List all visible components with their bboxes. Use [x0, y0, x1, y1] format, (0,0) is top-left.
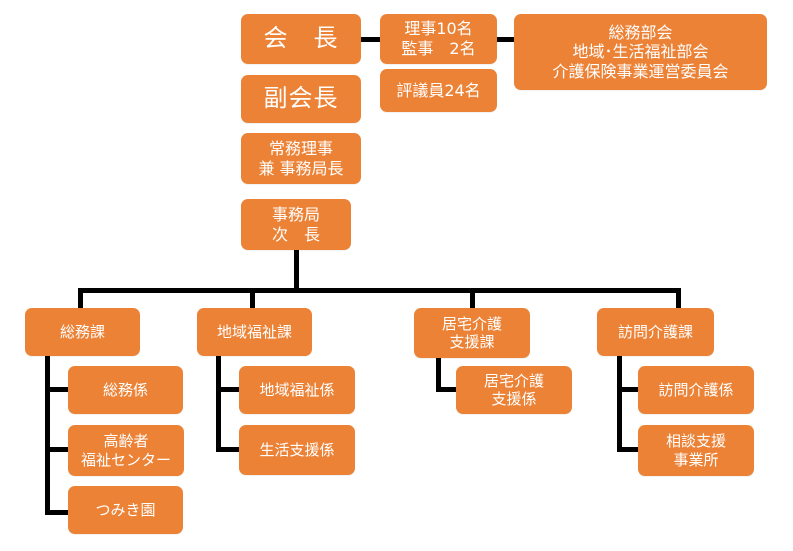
- connector-directors-to-committees: [497, 37, 517, 42]
- department-houmon-kaigo: 訪問介護課: [597, 308, 714, 356]
- managing-director-box: 常務理事 兼 事務局長: [241, 133, 361, 184]
- connector-department-bar: [78, 288, 681, 293]
- deputy-secretary-box: 事務局 次 長: [241, 199, 351, 250]
- department-chiiki-fukushi: 地域福祉課: [197, 308, 312, 356]
- connector-chiiki-unit-1: [216, 387, 240, 392]
- unit-soudan-shien-jigyousho: 相談支援 事業所: [638, 425, 754, 476]
- connector-kyotaku-vertical: [436, 356, 441, 392]
- vice-president-box: 副会長: [241, 75, 361, 123]
- department-soumu: 総務課: [25, 308, 140, 356]
- connector-soumu-vertical: [45, 356, 50, 515]
- connector-soumu-unit-3: [45, 510, 69, 515]
- connector-chiiki-vertical: [216, 356, 221, 452]
- unit-tsumiki-en: つみき園: [68, 486, 183, 534]
- connector-to-soumu-ka: [78, 288, 83, 310]
- unit-kyotaku-kaigo-shien-kakari: 居宅介護 支援係: [456, 366, 572, 414]
- connector-soumu-unit-2: [45, 447, 69, 452]
- councilors-box: 評議員24名: [380, 69, 497, 112]
- connector-houmon-vertical: [617, 356, 622, 452]
- unit-soumu-kakari: 総務係: [68, 366, 183, 414]
- connector-houmon-unit-2: [617, 447, 639, 452]
- connector-to-chiiki-fukushi-ka: [250, 288, 255, 310]
- unit-houmon-kaigo-kakari: 訪問介護係: [638, 366, 754, 414]
- directors-box: 理事10名 監事 2名: [380, 14, 497, 64]
- connector-soumu-unit-1: [45, 387, 69, 392]
- connector-kyotaku-unit-1: [436, 387, 458, 392]
- unit-koreisha-fukushi-center: 高齢者 福祉センター: [68, 425, 184, 476]
- connector-chiiki-unit-2: [216, 447, 240, 452]
- committees-box: 総務部会 地域･生活福祉部会 介護保険事業運営委員会: [514, 14, 767, 90]
- connector-to-houmon-ka: [676, 288, 681, 310]
- connector-main-trunk: [294, 248, 299, 290]
- unit-seikatsu-shien-kakari: 生活支援係: [239, 425, 355, 475]
- department-kyotaku-kaigo: 居宅介護 支援課: [414, 308, 530, 358]
- unit-chiiki-fukushi-kakari: 地域福祉係: [239, 366, 355, 414]
- connector-president-to-directors: [360, 37, 382, 42]
- connector-to-kyotaku-ka: [470, 288, 475, 310]
- president-box: 会 長: [241, 14, 361, 64]
- connector-houmon-unit-1: [617, 387, 639, 392]
